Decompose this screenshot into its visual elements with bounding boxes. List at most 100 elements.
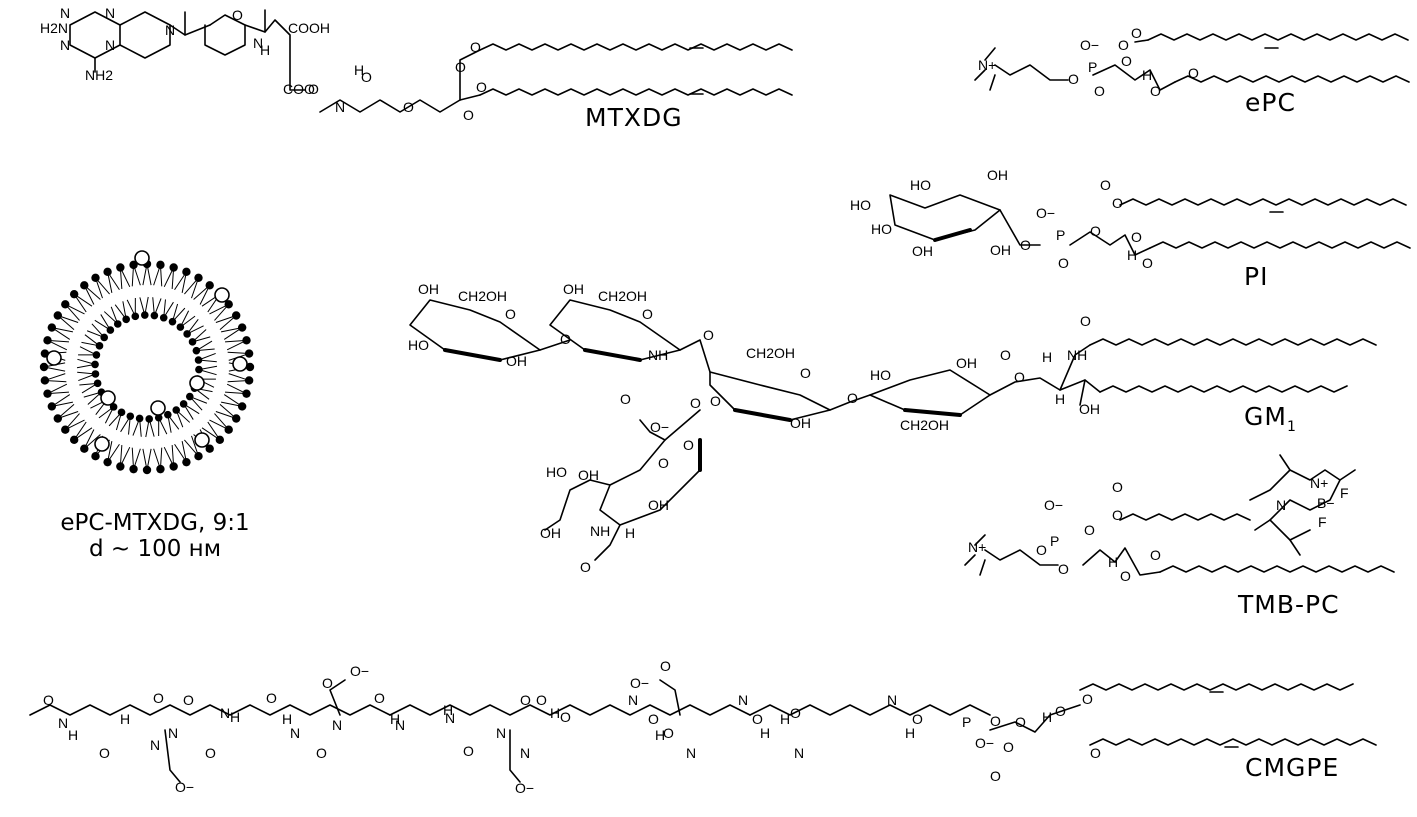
lipid-head-inner [194, 356, 203, 364]
atom-label: OH [578, 467, 599, 483]
lipid-head-outer [242, 336, 251, 345]
lipid-head-inner [93, 379, 102, 388]
atom-label: O [1131, 25, 1142, 41]
bond [539, 339, 571, 351]
mtxdg-head [134, 250, 150, 266]
atom-label: O [361, 69, 372, 85]
lipid-head-outer [242, 389, 251, 398]
atom-label: O [476, 79, 487, 95]
lipid-head-inner [176, 323, 185, 331]
atom-label: O [580, 559, 591, 575]
lipid-head-outer [169, 462, 178, 471]
bond [1092, 64, 1176, 91]
bond [459, 94, 481, 101]
atom-label: H [625, 525, 635, 541]
atom-label: NH [648, 347, 668, 363]
atom-label: CH2OH [746, 345, 795, 361]
atom-label: N [520, 745, 530, 761]
lipid-head-outer [53, 414, 62, 423]
bond [1082, 547, 1161, 576]
lipid-head-outer [129, 464, 138, 474]
lipid-head-inner [109, 403, 118, 411]
atom-label: N [105, 37, 115, 53]
atom-label: OH [956, 355, 977, 371]
atom-label: O [847, 390, 858, 406]
atom-label: O [1120, 568, 1131, 584]
atom-label: H [1142, 67, 1152, 83]
lipid-head-outer [169, 263, 178, 272]
bond [544, 479, 611, 531]
atom-label: O− [1044, 497, 1063, 513]
lipid-head-inner [126, 412, 135, 421]
atom-label: O [1058, 561, 1069, 577]
atom-label: H [1108, 554, 1118, 570]
lipid-head-outer [61, 425, 70, 434]
bond [1149, 241, 1411, 249]
lipid-head-outer [205, 444, 214, 453]
mtxdg-head [150, 400, 166, 416]
atom-label: O [374, 690, 385, 706]
bond [1174, 75, 1410, 83]
atom-label: O [1131, 229, 1142, 245]
atom-label: N [686, 745, 696, 761]
lipid-head-inner [113, 320, 122, 328]
lipid-head-outer [116, 462, 125, 471]
atom-label: N [335, 99, 345, 115]
bond [164, 729, 181, 783]
bond [549, 299, 681, 361]
atom-label: O [1068, 71, 1079, 87]
bond [733, 408, 792, 422]
bond [1119, 198, 1407, 206]
atom-label: CH2OH [598, 288, 647, 304]
atom-label: O [660, 658, 671, 674]
atom-label: F [1318, 514, 1327, 530]
bond [1059, 344, 1091, 391]
atom-label: O− [350, 663, 369, 679]
atom-label: N [60, 37, 70, 53]
atom-label: NH [1067, 347, 1087, 363]
atom-label: N [496, 725, 506, 741]
lipid-head-inner [195, 365, 203, 374]
bond [1254, 454, 1356, 556]
bond [749, 704, 991, 716]
lipid-head-inner [192, 346, 201, 355]
atom-label: OH [1079, 401, 1100, 417]
atom-label: O [648, 711, 659, 727]
mtxdg-head [189, 375, 205, 391]
liposome-diagram [39, 250, 255, 475]
bond [933, 228, 972, 242]
atom-label: O [690, 395, 701, 411]
liposome-caption-diameter: d ~ 100 нм [88, 536, 222, 562]
atom-label: N [628, 692, 638, 708]
lipid-head-inner [172, 406, 181, 414]
atom-label: H [655, 727, 665, 743]
atom-label: N [738, 692, 748, 708]
atom-label: N [168, 725, 178, 741]
bond [903, 408, 962, 417]
bond [509, 729, 521, 783]
bond [409, 299, 541, 361]
atom-label: O [790, 705, 801, 721]
atom-label: OH [540, 525, 561, 541]
bond [989, 704, 1081, 733]
atom-label: N [290, 725, 300, 741]
mtxdg-head [46, 350, 62, 366]
atom-label: O [683, 437, 694, 453]
atom-label: H [443, 702, 453, 718]
atom-label: H [780, 711, 790, 727]
atom-label: P [1088, 59, 1097, 75]
atom-label: COO [283, 81, 315, 97]
bond [829, 394, 871, 411]
atom-label: O [642, 306, 653, 322]
bond [479, 43, 793, 51]
atom-label: OH [790, 415, 811, 431]
liposome-caption-composition: ePC-MTXDG, 9:1 [60, 510, 250, 536]
bond [29, 704, 391, 716]
atom-label: O [470, 39, 481, 55]
bond [964, 534, 986, 576]
lipid-head-inner [131, 312, 140, 321]
bond [974, 47, 996, 91]
atom-label: O [316, 745, 327, 761]
atom-label: O [403, 99, 414, 115]
